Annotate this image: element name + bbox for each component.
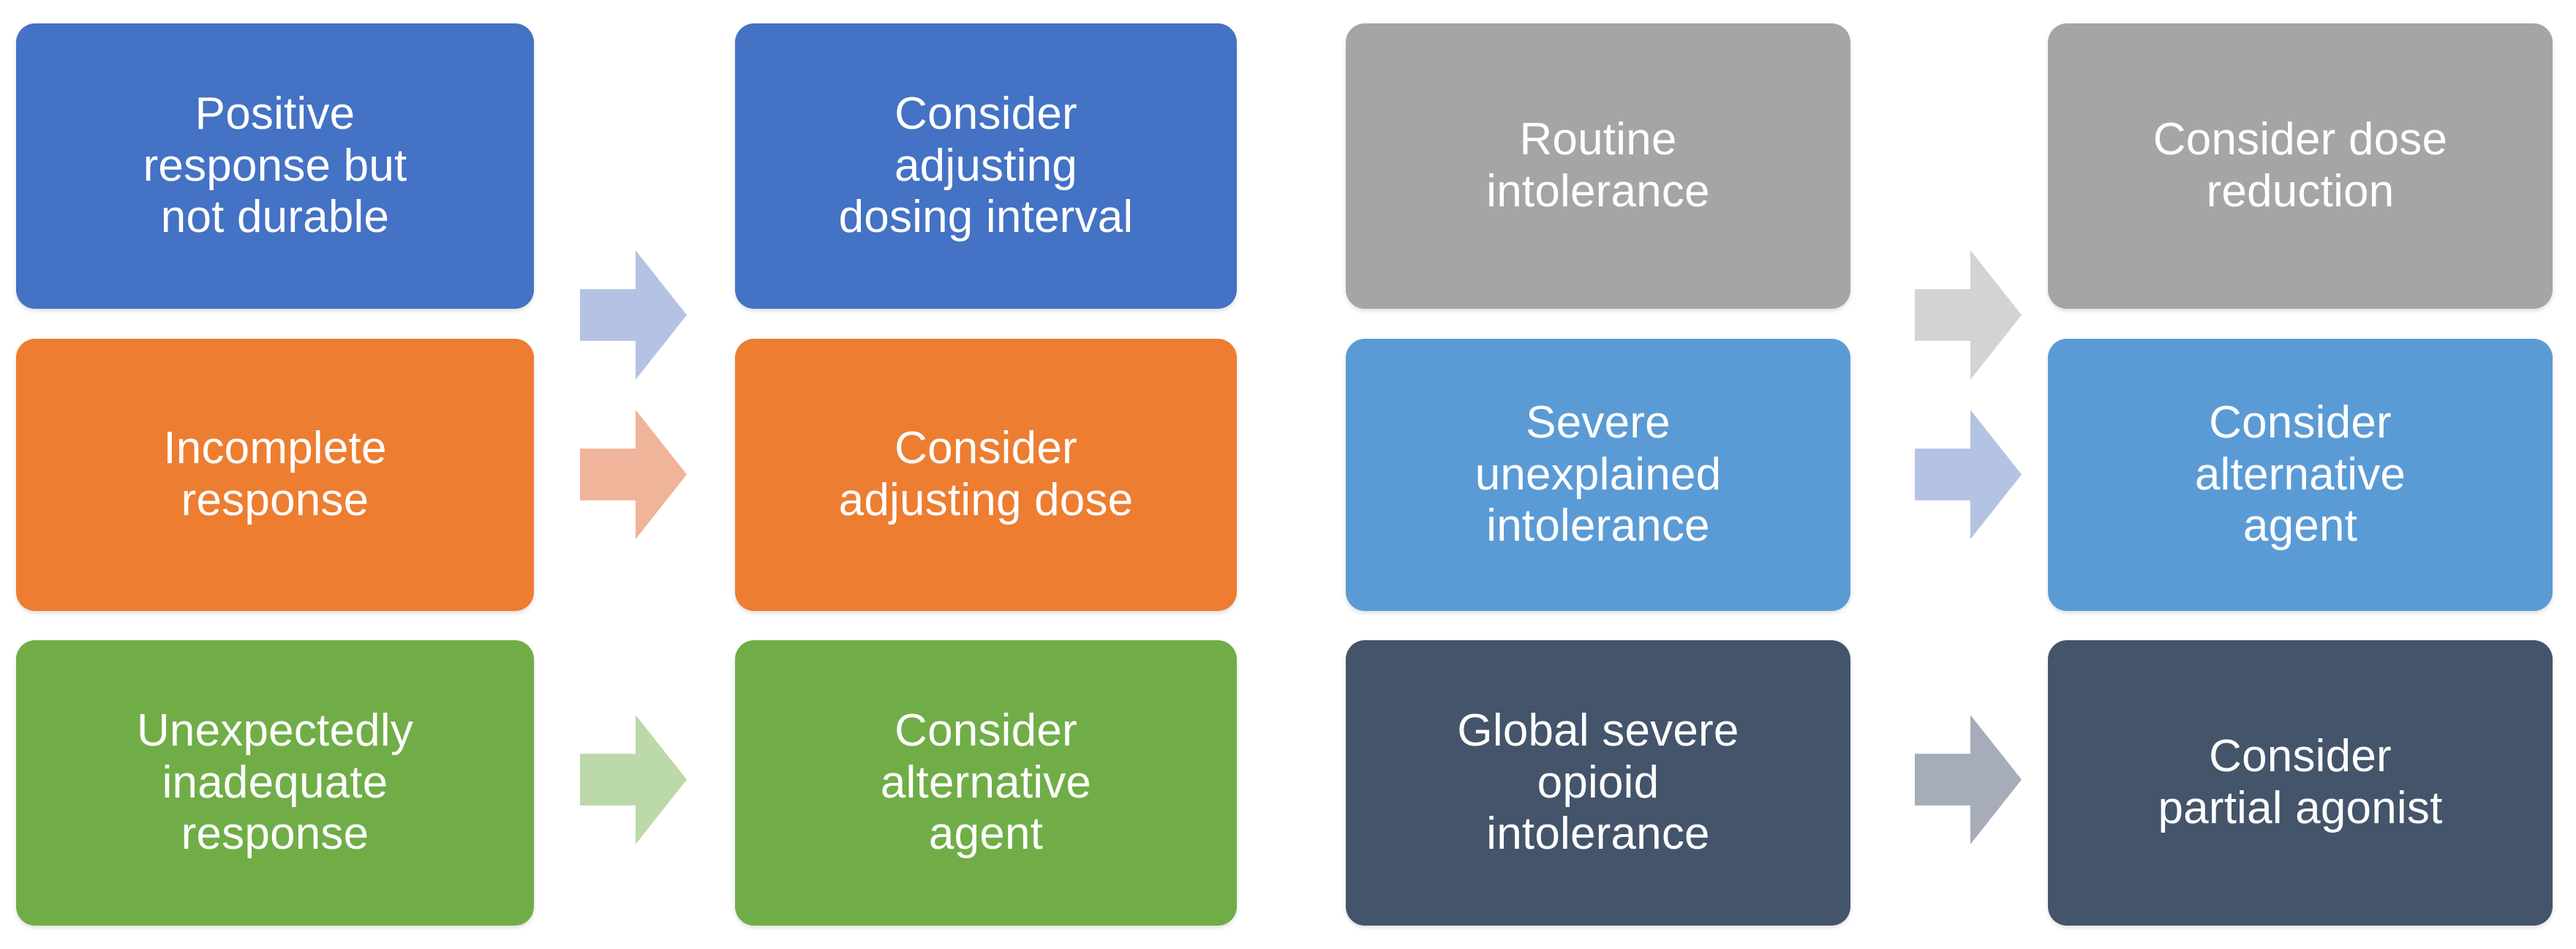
arrow-right-icon — [580, 410, 687, 539]
arrow-inadequate-to-alternative-agent — [580, 715, 687, 844]
card-consider-adjusting-dosing-interval: Consider adjusting dosing interval — [735, 23, 1237, 309]
arrow-right-icon — [1915, 250, 2022, 380]
card-global-severe-opioid-intolerance: Global severe opioid intolerance — [1346, 640, 1850, 926]
card-routine-intolerance: Routine intolerance — [1346, 23, 1850, 309]
card-unexpectedly-inadequate-response: Unexpectedly inadequate response — [16, 640, 534, 926]
arrow-positive-to-dosing-interval — [580, 250, 687, 380]
arrow-severe-to-alternative-agent — [1915, 410, 2022, 539]
card-consider-alternative-agent-blue: Consider alternative agent — [2048, 339, 2553, 611]
card-incomplete-response: Incomplete response — [16, 339, 534, 611]
card-consider-partial-agonist: Consider partial agonist — [2048, 640, 2553, 926]
card-positive-response-not-durable: Positive response but not durable — [16, 23, 534, 309]
card-consider-alternative-agent-green: Consider alternative agent — [735, 640, 1237, 926]
arrow-right-icon — [580, 715, 687, 844]
arrow-right-icon — [1915, 715, 2022, 844]
arrow-global-to-partial-agonist — [1915, 715, 2022, 844]
card-consider-dose-reduction: Consider dose reduction — [2048, 23, 2553, 309]
arrow-routine-to-dose-reduction — [1915, 250, 2022, 380]
arrow-right-icon — [580, 250, 687, 380]
arrow-incomplete-to-adjusting-dose — [580, 410, 687, 539]
card-severe-unexplained-intolerance: Severe unexplained intolerance — [1346, 339, 1850, 611]
arrow-right-icon — [1915, 410, 2022, 539]
card-consider-adjusting-dose: Consider adjusting dose — [735, 339, 1237, 611]
